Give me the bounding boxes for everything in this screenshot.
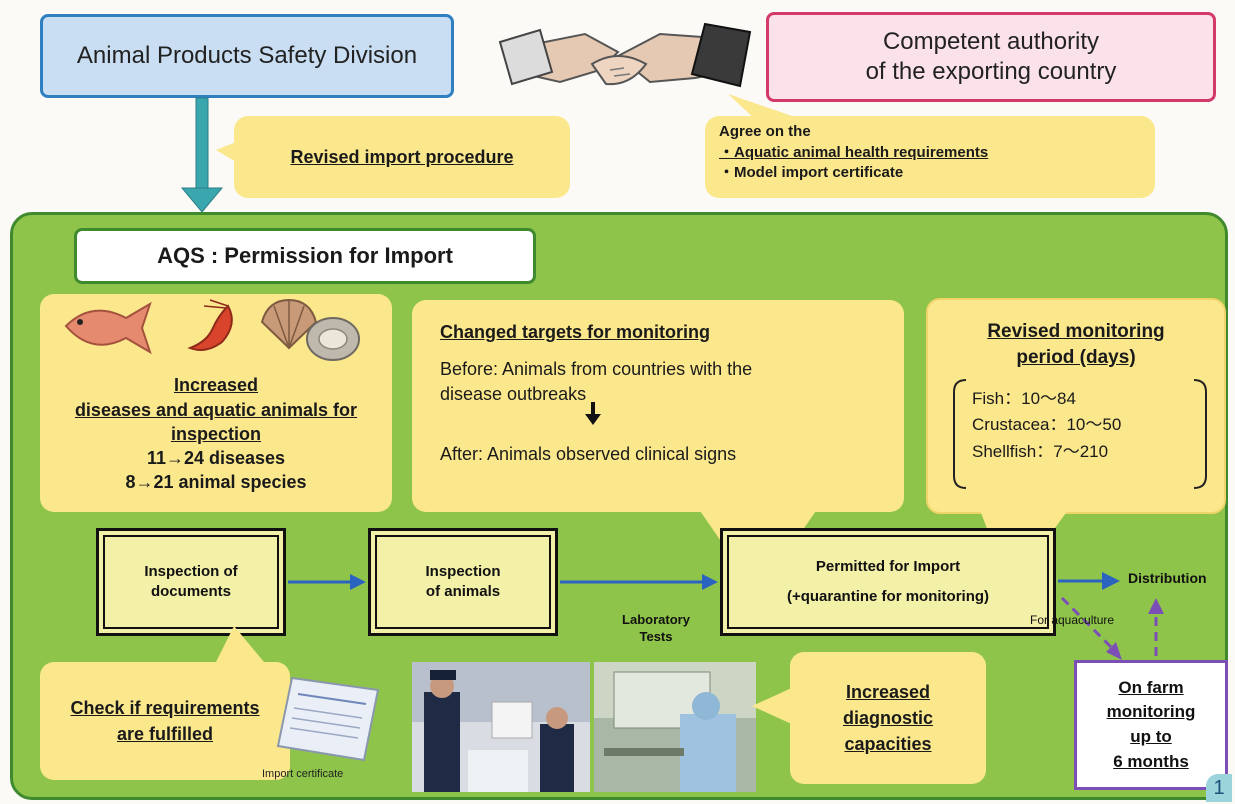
farm-line3: up to [1130, 727, 1172, 746]
agree-pointer [728, 94, 798, 122]
farm-line1: On farm [1118, 677, 1184, 697]
scallop-icon [260, 298, 318, 350]
apsd-label: Animal Products Safety Division [76, 42, 418, 69]
increased-diseases-text: Increased diseases and aquatic animals f… [40, 360, 392, 508]
competent-authority-line2: of the exporting country [865, 58, 1117, 85]
check-requirements-callout: Check if requirements are fulfilled [40, 662, 290, 780]
revised-import-label: Revised import procedure [290, 146, 514, 167]
changed-targets-box: Changed targets for monitoring Before: A… [412, 300, 904, 512]
dashed-arrow-farm-to-distribution [1148, 598, 1164, 656]
period-crustacea: Crustacea：10～50 [972, 415, 1122, 435]
right-brace-icon [1193, 379, 1207, 489]
step1-line1: Inspection of [144, 562, 238, 580]
check-line1: Check if requirements [70, 697, 260, 718]
aqs-title-box: AQS : Permission for Import [74, 228, 536, 284]
diag-line2: diagnostic [842, 707, 933, 728]
competent-authority-line1: Competent authority [882, 28, 1100, 55]
left-brace-icon [953, 379, 967, 489]
teal-down-arrow [180, 97, 224, 213]
agree-title: Agree on the [719, 123, 811, 140]
monitoring-period-box [926, 298, 1226, 514]
aqs-title: AQS : Permission for Import [157, 243, 453, 268]
shrimp-icon [187, 299, 233, 351]
changed-targets-title: Changed targets for monitoring [440, 322, 710, 342]
period-fish: Fish：10～84 [972, 389, 1076, 408]
period-shellfish: Shellfish：7～210 [972, 441, 1109, 461]
agree-item-certificate: ・Model import certificate [719, 164, 904, 182]
lab-line1: Laboratory [622, 612, 690, 627]
teal-arrow-head [180, 187, 224, 213]
permitted-import-box: Permitted for Import (+quarantine for mo… [720, 528, 1056, 636]
increased-line1: Increased [173, 375, 259, 396]
diag-line1: Increased [845, 681, 931, 702]
revised-import-callout: Revised import procedure [234, 116, 570, 198]
monitoring-title-line2: period (days) [1016, 347, 1136, 368]
step1-line2: documents [150, 583, 231, 600]
apsd-box: Animal Products Safety Division [40, 14, 454, 98]
increased-line3: inspection [170, 423, 261, 444]
inspection-photo [412, 662, 590, 792]
oyster-icon [306, 317, 360, 361]
page-number: 1 [1213, 776, 1225, 799]
agree-callout: Agree on the ・Aquatic animal health requ… [705, 116, 1155, 198]
monitoring-title-line1: Revised monitoring [987, 321, 1165, 343]
species-count: 8→21 animal species [125, 472, 307, 493]
step2-line1: Inspection [425, 562, 501, 580]
page-number-badge: 1 [1206, 774, 1232, 802]
down-arrow-icon [585, 402, 601, 425]
certificate-caption: Import certificate [262, 768, 344, 780]
handshake-icon [498, 22, 752, 88]
check-line2: are fulfilled [116, 724, 214, 744]
increased-line2: diseases and aquatic animals for [74, 399, 358, 420]
diag-line3: capacities [844, 734, 932, 755]
dashed-arrow-to-farm [1060, 596, 1122, 660]
distribution-label: Distribution [1128, 570, 1207, 586]
inspection-documents-box: Inspection of documents [96, 528, 286, 636]
monitoring-period-rows: Fish：10～84 Crustacea：10～50 Shellfish：7～2… [972, 386, 1192, 465]
competent-authority-box: Competent authority of the exporting cou… [766, 12, 1216, 102]
lab-line2: Tests [639, 628, 673, 644]
arrow-docs-to-animals [288, 574, 366, 590]
diseases-count: 11→24 diseases [146, 448, 286, 469]
monitoring-period-title: Revised monitoring period (days) [926, 314, 1226, 376]
step2-line2: of animals [425, 583, 501, 600]
farm-line2: monitoring [1106, 702, 1196, 722]
aquaculture-label: For aquaculture [1030, 613, 1115, 627]
arrow-permitted-to-distribution [1058, 572, 1120, 590]
fish-icon [64, 301, 152, 355]
before-line2: disease outbreaks [440, 384, 587, 405]
inspection-animals-box: Inspection of animals [368, 528, 558, 636]
step3-line2: (+quarantine for monitoring) [786, 588, 990, 605]
certificate-icon [276, 676, 380, 762]
before-line1: Before: Animals from countries with the [440, 359, 753, 380]
on-farm-monitoring-box: On farm monitoring up to 6 months [1074, 660, 1228, 790]
farm-line4: 6 months [1113, 751, 1189, 771]
diagnostic-capacities-callout: Increased diagnostic capacities [790, 652, 986, 784]
after-line: After: Animals observed clinical signs [440, 443, 737, 464]
step3-line1: Permitted for Import [815, 558, 961, 575]
diagnostic-pointer [752, 686, 796, 726]
laboratory-photo [594, 662, 756, 792]
arrow-animals-to-permitted [560, 574, 718, 590]
agree-item-health: ・Aquatic animal health requirements [719, 143, 989, 161]
laboratory-tests-label: Laboratory Tests [606, 612, 706, 646]
